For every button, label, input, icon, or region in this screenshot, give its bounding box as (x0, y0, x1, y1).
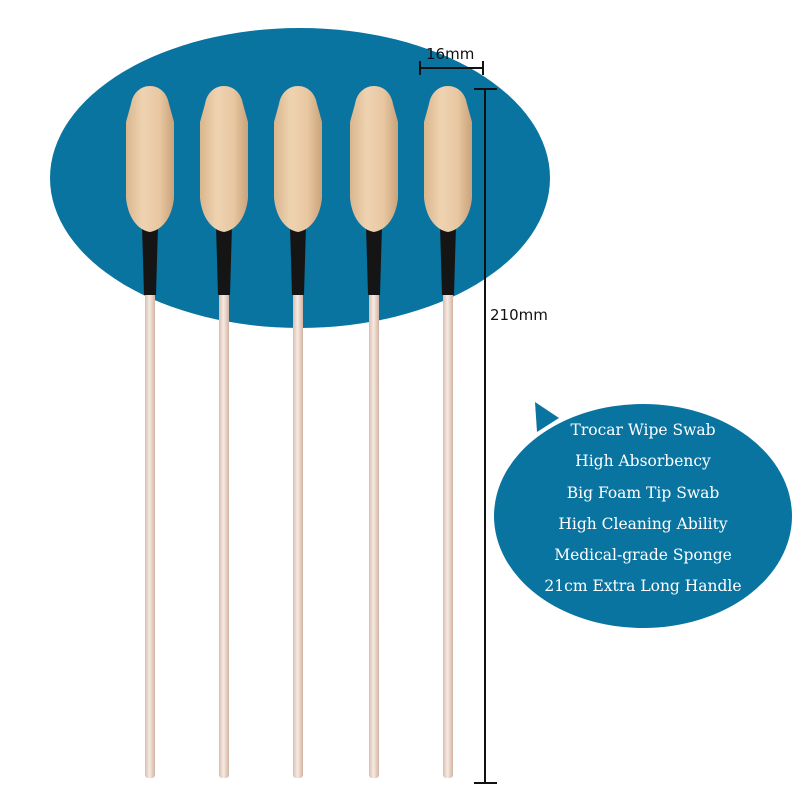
feature-item: High Absorbency (575, 452, 711, 471)
swab-collar (142, 226, 158, 295)
feature-speech-bubble: Trocar Wipe Swab High Absorbency Big Foa… (493, 398, 793, 630)
swab-handle (145, 290, 155, 778)
swab-handle (443, 290, 453, 778)
swab-foam-tip (274, 86, 322, 232)
length-dimension-marker (474, 88, 497, 784)
feature-list: Trocar Wipe Swab High Absorbency Big Foa… (493, 415, 793, 603)
feature-item: 21cm Extra Long Handle (544, 577, 742, 596)
feature-item: High Cleaning Ability (558, 514, 728, 533)
swab (350, 86, 398, 778)
swab-foam-tip (424, 86, 472, 232)
swab (200, 86, 248, 778)
swab-group (126, 86, 472, 778)
feature-item: Big Foam Tip Swab (566, 483, 720, 502)
swab-collar (366, 226, 382, 295)
feature-item: Trocar Wipe Swab (570, 421, 716, 439)
speech-bubble-shape (494, 402, 792, 628)
swab-collar (440, 226, 456, 295)
swab-collar (290, 226, 306, 295)
swab-foam-tip (350, 86, 398, 232)
length-dimension-label: 210mm (490, 306, 548, 324)
swab-collar (216, 226, 232, 295)
swab-handle (293, 290, 303, 778)
width-dimension-marker (419, 61, 484, 75)
swab-handle (369, 290, 379, 778)
feature-item: Medical-grade Sponge (554, 546, 732, 565)
swab-foam-tip (200, 86, 248, 232)
swab-handle (219, 290, 229, 778)
swab (424, 86, 472, 778)
width-dimension-label: 16mm (426, 45, 475, 63)
swab (126, 86, 174, 778)
swab (274, 86, 322, 778)
swab-foam-tip (126, 86, 174, 232)
